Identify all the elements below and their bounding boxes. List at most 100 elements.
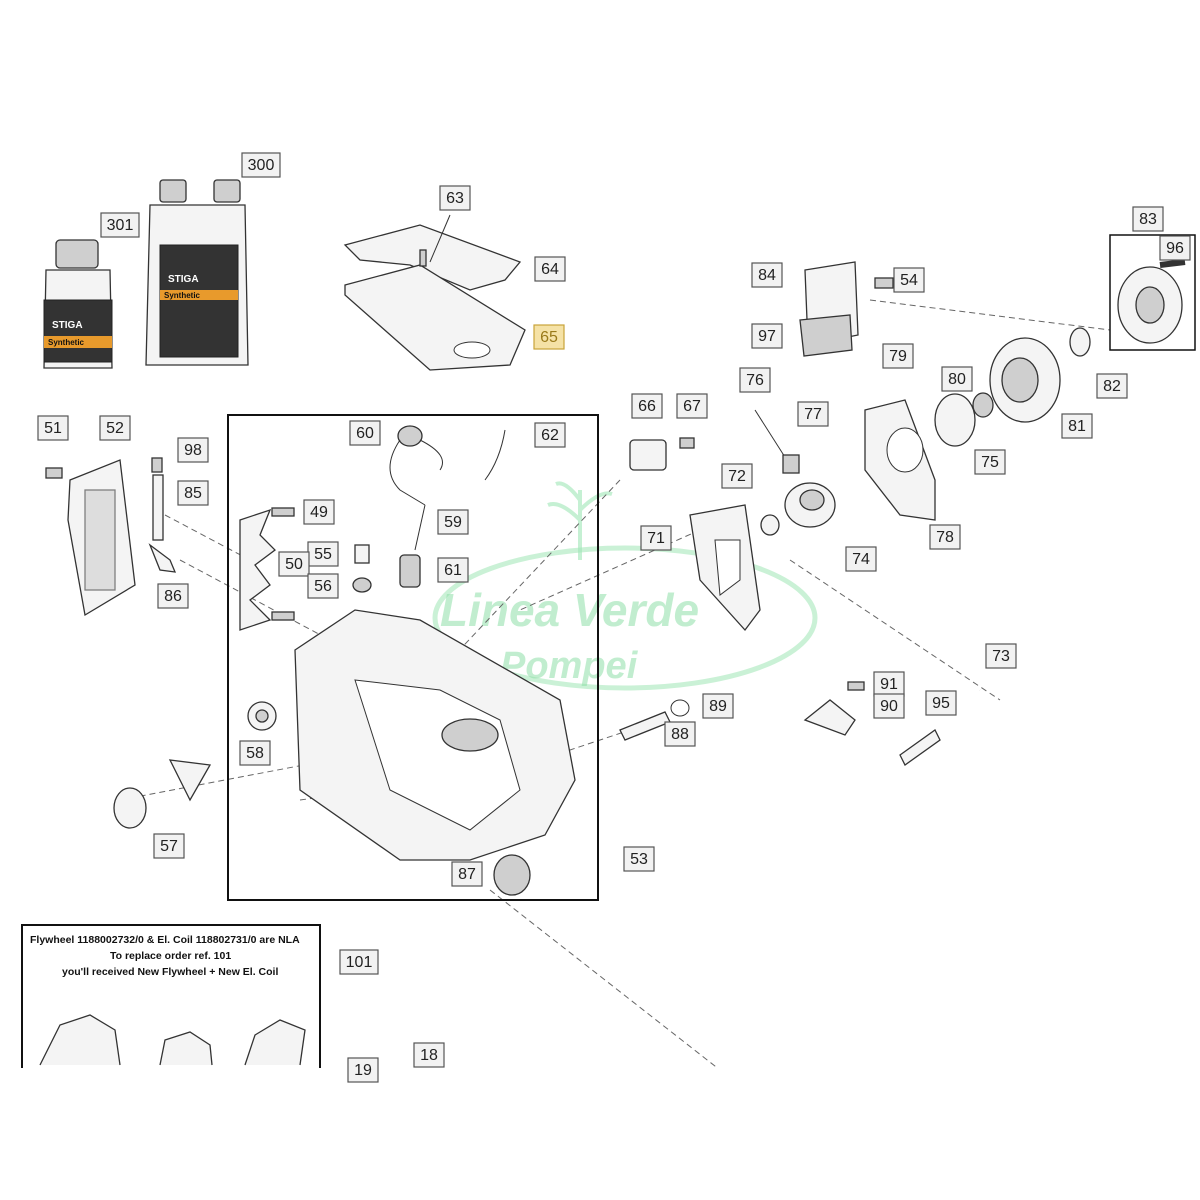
part-label-box (1159, 235, 1191, 261)
part-label-text: 72 (728, 468, 746, 485)
part-label-text: 101 (346, 954, 373, 971)
fuel-hose-59 (414, 504, 426, 551)
part-label-box (845, 546, 877, 572)
top-cover-assembly (343, 214, 526, 371)
part-label-text: 61 (444, 562, 462, 579)
part-label-box (702, 693, 734, 719)
part-label-56: 56 (307, 573, 339, 599)
part-label-box (676, 393, 708, 419)
part-label-80: 80 (941, 366, 973, 392)
bottle-small-label: Synthetic (48, 338, 85, 347)
part-label-box (349, 420, 381, 446)
part-label-text: 67 (683, 398, 701, 415)
note-line2: To replace order ref. 101 (110, 950, 231, 962)
part-label-box (974, 449, 1006, 475)
part-label-98: 98 (177, 437, 209, 463)
bottom-blank (0, 1068, 1200, 1200)
primer-58 (247, 701, 277, 731)
part-label-97: 97 (751, 323, 783, 349)
part-label-box (307, 573, 339, 599)
part-label-text: 301 (107, 217, 134, 234)
pin-66 (629, 437, 695, 471)
part-label-text: 74 (852, 551, 870, 568)
part-label-text: 52 (106, 420, 124, 437)
part-label-50: 50 (278, 551, 310, 577)
part-label-box (882, 343, 914, 369)
part-label-71: 71 (640, 525, 672, 551)
part-label-74: 74 (845, 546, 877, 572)
part-label-73: 73 (985, 643, 1017, 669)
part-label-text: 62 (541, 427, 559, 444)
crankcase-53 (294, 609, 576, 861)
part-label-box (307, 541, 339, 567)
buffer-87 (493, 854, 531, 896)
clamp-90 (803, 699, 856, 736)
part-label-60: 60 (349, 420, 381, 446)
part-label-box (347, 1057, 379, 1083)
part-label-text: 78 (936, 529, 954, 546)
screw-98 (151, 457, 163, 473)
part-label-box (631, 393, 663, 419)
part-label-54: 54 (893, 267, 925, 293)
part-label-text: 88 (671, 726, 689, 743)
part-label-57: 57 (153, 833, 185, 859)
part-label-box (157, 583, 189, 609)
part-label-text: 50 (285, 556, 303, 573)
part-label-box (623, 846, 655, 872)
part-label-19: 19 (347, 1057, 379, 1083)
part-label-55: 55 (307, 541, 339, 567)
part-label-text: 77 (804, 406, 822, 423)
part-label-301: 301 (100, 212, 140, 238)
part-label-text: 56 (314, 578, 332, 595)
washer-82 (1069, 327, 1091, 357)
screw-51 (45, 467, 63, 479)
part-label-95: 95 (925, 690, 957, 716)
part-label-52: 52 (99, 415, 131, 441)
part-label-box (239, 740, 271, 766)
part-label-box (99, 415, 131, 441)
part-label-box (873, 693, 905, 719)
part-label-66: 66 (631, 393, 663, 419)
part-label-box (721, 463, 753, 489)
part-label-box (941, 366, 973, 392)
part-label-18: 18 (413, 1042, 445, 1068)
part-label-text: 87 (458, 866, 476, 883)
part-label-box (985, 643, 1017, 669)
grommet-61 (399, 554, 421, 588)
watermark: Linea Verde Pompei (432, 481, 818, 691)
part-label-box (640, 525, 672, 551)
bottle-large-brand: STIGA (168, 274, 199, 285)
oil-pump-plate (864, 399, 936, 521)
part-label-text: 19 (354, 1062, 372, 1079)
part-label-box (177, 437, 209, 463)
part-label-box (664, 721, 696, 747)
part-label-text: 60 (356, 425, 374, 442)
watermark-line1: Linea Verde (440, 584, 699, 636)
part-label-text: 79 (889, 348, 907, 365)
part-label-51: 51 (37, 415, 69, 441)
part-label-text: 64 (541, 261, 559, 278)
note-box: Flywheel 1188002732/0 & El. Coil 1188027… (21, 924, 321, 1076)
part-label-53: 53 (623, 846, 655, 872)
part-label-78: 78 (929, 524, 961, 550)
handle-73 (848, 688, 1022, 802)
part-label-box (437, 509, 469, 535)
elbow-86 (148, 543, 177, 573)
part-label-85: 85 (177, 480, 209, 506)
part-label-box (278, 551, 310, 577)
part-label-box (893, 267, 925, 293)
part-label-text: 80 (948, 371, 966, 388)
part-label-text: 89 (709, 698, 727, 715)
cap-55 (354, 544, 370, 564)
part-label-text: 85 (184, 485, 202, 502)
part-label-text: 65 (540, 329, 558, 346)
part-label-text: 63 (446, 190, 464, 207)
part-label-text: 49 (310, 504, 328, 521)
clutch-drum (989, 337, 1061, 423)
washer-72 (760, 514, 780, 536)
part-label-text: 18 (420, 1047, 438, 1064)
tube-85 (152, 474, 164, 541)
crankcase-frame (227, 414, 599, 901)
